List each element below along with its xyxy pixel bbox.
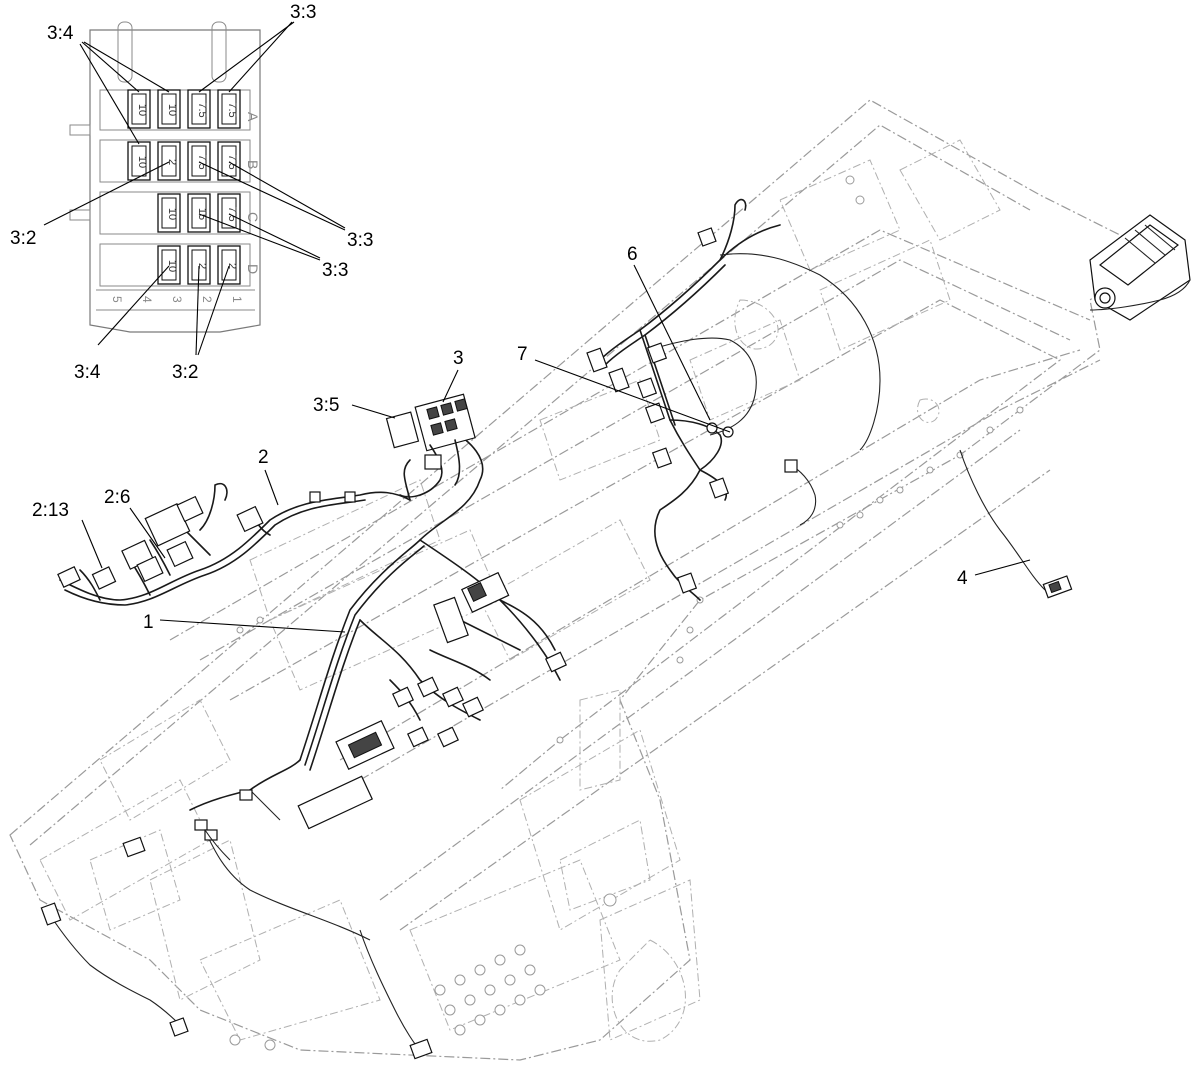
col-number-4: 4 xyxy=(140,296,154,303)
callout-fb-3-2-left: 3:2 xyxy=(10,228,36,249)
fuse-d5-value: 2 xyxy=(226,263,238,269)
fuse-b5-value: 7.5 xyxy=(226,154,238,169)
callout-4: 4 xyxy=(957,568,968,589)
fuse-d3-value: 10 xyxy=(166,260,178,272)
col-number-5: 5 xyxy=(110,296,124,303)
row-letter-c: C xyxy=(245,212,261,222)
col-number-1: 1 xyxy=(230,296,244,303)
col-number-2: 2 xyxy=(200,296,214,303)
fuse-c5-value: 7.5 xyxy=(226,206,238,221)
fuse-c4-value: 15 xyxy=(196,208,208,220)
callout-2-6: 2:6 xyxy=(104,487,130,508)
relay-bracket xyxy=(385,393,476,498)
motor-harness xyxy=(959,279,1191,599)
fuse-b2-value: 10 xyxy=(136,156,148,168)
fuse-a4-value: 7.5 xyxy=(196,102,208,117)
callout-fb-3-3-right-b: 3:3 xyxy=(322,260,348,281)
floor-harness xyxy=(40,829,433,1060)
callout-fb-3-2-bottom: 3:2 xyxy=(172,362,198,383)
callout-6: 6 xyxy=(627,244,638,265)
fuse-a5-value: 7.5 xyxy=(226,102,238,117)
fuse-b3-value: 2 xyxy=(166,159,178,165)
fuse-row-d: 10 2 2 D xyxy=(99,243,261,287)
callout-leaders xyxy=(81,264,1031,633)
callout-3: 3 xyxy=(453,348,464,369)
callout-fb-3-4-top: 3:4 xyxy=(47,23,74,44)
fuse-block-inset: 10 10 7.5 7.5 A 10 2 7.5 7.5 B 10 15 7.5 xyxy=(43,21,346,356)
fuse-d4-value: 2 xyxy=(196,263,208,269)
callout-2: 2 xyxy=(258,447,269,468)
callout-fb-3-4-bottom: 3:4 xyxy=(74,362,101,383)
callout-3-5: 3:5 xyxy=(313,395,339,416)
callout-fb-3-3-right-a: 3:3 xyxy=(347,230,373,251)
floor-plate-holes xyxy=(434,944,546,1036)
drive-motor xyxy=(1089,214,1191,321)
fuse-row-a: 10 10 7.5 7.5 A xyxy=(99,89,261,131)
callout-2-13: 2:13 xyxy=(32,500,69,521)
fuse-a2-value: 10 xyxy=(136,104,148,116)
col-number-3: 3 xyxy=(170,296,184,303)
column-numbers: 5 4 3 2 1 xyxy=(110,296,244,303)
callout-1: 1 xyxy=(143,612,154,633)
front-harness xyxy=(57,459,411,606)
fuse-row-c: 10 15 7.5 C xyxy=(99,191,261,235)
fuse-a3-value: 10 xyxy=(166,104,178,116)
chassis-frame xyxy=(9,99,1152,1061)
row-letter-d: D xyxy=(245,264,261,274)
callout-fb-3-3-top: 3:3 xyxy=(290,2,316,23)
callout-7: 7 xyxy=(517,344,528,365)
rail-holes xyxy=(229,175,1024,1051)
rear-harness xyxy=(586,198,881,601)
fuse-c3-value: 10 xyxy=(166,208,178,220)
callout-labels: 1 2 3 4 6 7 2:13 2:6 3:5 3:4 3:3 3:2 3:3… xyxy=(10,2,968,633)
row-letter-b: B xyxy=(245,160,261,169)
main-harness xyxy=(189,429,568,941)
fuse-b4-value: 7.5 xyxy=(196,154,208,169)
fuse-block-leaders xyxy=(43,21,346,356)
fuse-row-b: 10 2 7.5 7.5 B xyxy=(99,139,261,183)
row-letter-a: A xyxy=(245,112,261,122)
